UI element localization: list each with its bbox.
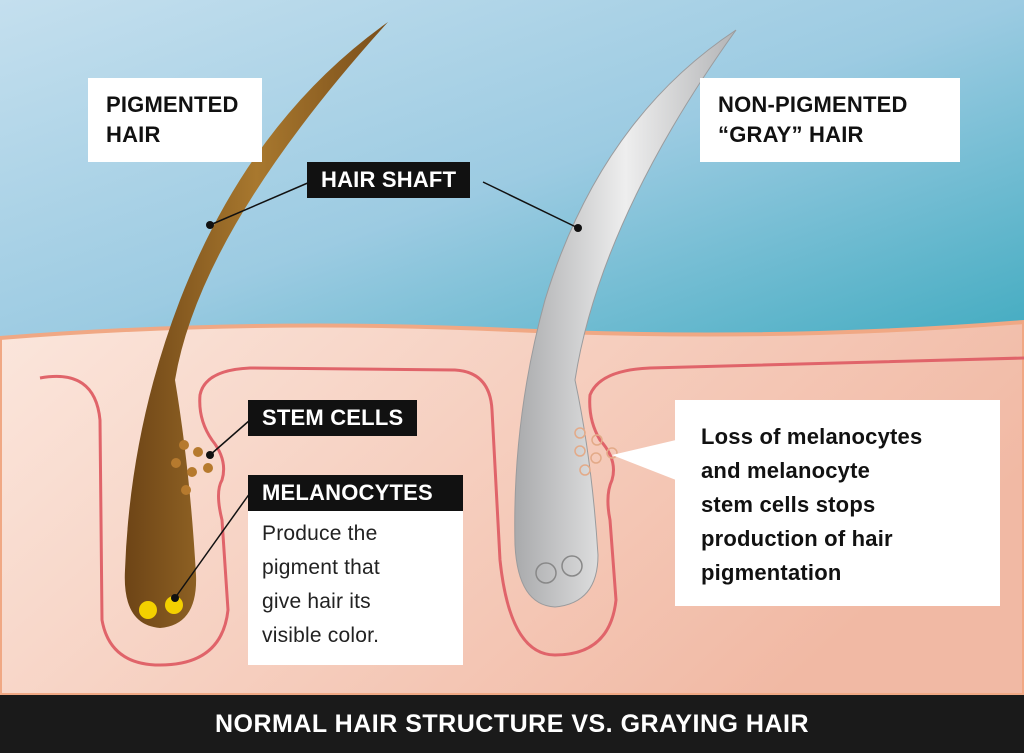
desc-line: pigmentation	[701, 560, 842, 585]
desc-line: Produce the	[262, 522, 378, 545]
desc-line: Loss of melanocytes	[701, 424, 923, 449]
label-line: PIGMENTED	[106, 92, 239, 117]
leader-lines	[174, 181, 579, 599]
desc-line: stem cells stops	[701, 492, 876, 517]
melanocytes-icon	[139, 596, 183, 619]
desc-line: production of hair	[701, 526, 893, 551]
graying-description: Loss of melanocytes and melanocyte stem …	[675, 400, 1000, 606]
label-line: NON-PIGMENTED	[718, 92, 908, 117]
desc-line: visible color.	[262, 624, 380, 647]
desc-line: and melanocyte	[701, 458, 871, 483]
caption-footer: NORMAL HAIR STRUCTURE VS. GRAYING HAIR	[0, 695, 1024, 753]
non-pigmented-hair-label: NON-PIGMENTED “GRAY” HAIR	[700, 78, 960, 162]
stem-cells-pigmented	[171, 440, 213, 495]
sky-background	[0, 0, 1024, 360]
pigmented-hair-label: PIGMENTED HAIR	[88, 78, 262, 162]
stem-cells-label: STEM CELLS	[248, 400, 418, 436]
melanocytes-description: Produce the pigment that give hair its v…	[248, 511, 463, 665]
label-line: HAIR	[106, 122, 161, 147]
stem-cells-lost	[574, 427, 618, 476]
callout-pointer	[612, 440, 676, 480]
lost-melanocytes-icon	[535, 555, 583, 584]
desc-line: pigment that	[262, 556, 380, 579]
label-line: “GRAY” HAIR	[718, 122, 864, 147]
desc-line: give hair its	[262, 590, 371, 613]
pigmented-hair-shaft	[124, 22, 388, 628]
follicle-outline-left	[39, 356, 1024, 667]
gray-hair-shaft	[514, 29, 737, 608]
hair-shaft-label: HAIR SHAFT	[307, 162, 471, 198]
melanocytes-label: MELANOCYTES	[248, 475, 463, 511]
